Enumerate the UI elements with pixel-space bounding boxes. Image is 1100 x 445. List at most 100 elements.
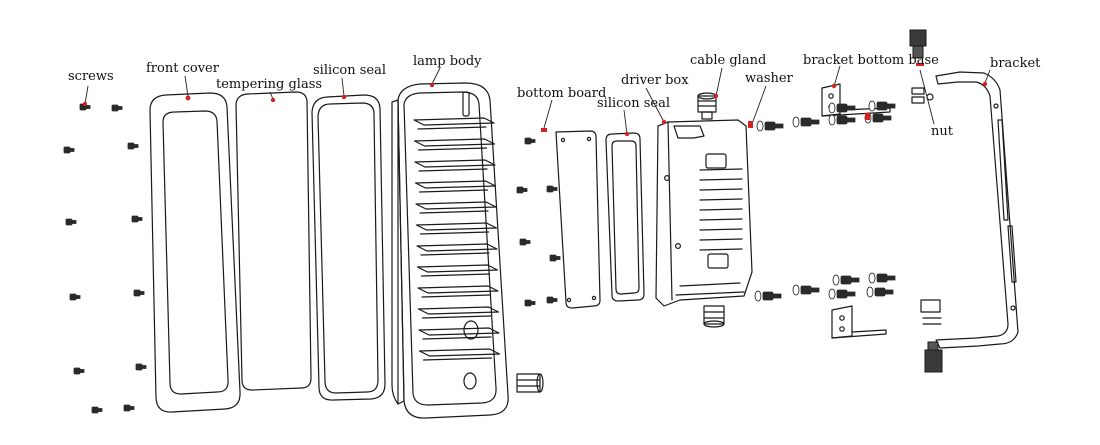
fin-edge: [417, 126, 487, 130]
screw-shank: [522, 188, 528, 192]
fin: [418, 348, 501, 357]
screw: [65, 218, 73, 226]
screw: [73, 367, 81, 375]
bracket-bottom-base-bottom: [831, 305, 887, 339]
fin: [415, 201, 497, 210]
bracket: [935, 71, 1019, 349]
fin-edge: [419, 210, 489, 214]
fin: [413, 138, 496, 147]
fin: [414, 180, 497, 189]
fin: [416, 243, 498, 252]
screw: [91, 406, 99, 414]
cable-gland-top: [697, 92, 717, 120]
screw-shank: [79, 369, 85, 373]
screw: [546, 185, 554, 193]
washer: [832, 274, 840, 286]
fin-edge: [417, 147, 488, 151]
fin: [417, 285, 499, 294]
cable-gland-bottom: [703, 305, 725, 328]
bolt: [874, 287, 886, 297]
bolt-shank: [884, 289, 894, 295]
washer: [792, 284, 800, 296]
screw-shank: [139, 291, 145, 295]
bolt: [800, 285, 812, 295]
screw: [524, 299, 532, 307]
screw: [524, 137, 532, 145]
fin-edge: [418, 189, 489, 193]
washer: [792, 116, 800, 128]
label-driver-box: driver box: [621, 73, 689, 88]
driver-fins: [699, 168, 743, 251]
tempering-glass: [235, 91, 312, 391]
bolt-shank: [886, 275, 896, 281]
washer: [828, 102, 836, 114]
screw: [549, 254, 557, 262]
washer: [828, 288, 836, 300]
driver-fin: [699, 228, 743, 231]
label-washer: washer: [745, 71, 793, 86]
screw-shank: [71, 220, 77, 224]
bolt-shank: [810, 119, 820, 125]
screw: [69, 293, 77, 301]
fin: [414, 159, 496, 168]
screw: [127, 142, 135, 150]
label-screws: screws: [68, 69, 114, 84]
bottom-board: [555, 130, 601, 309]
bolt: [764, 121, 776, 131]
fin-edge: [421, 315, 492, 319]
bolt-shank: [886, 103, 896, 109]
screw-shank: [141, 365, 147, 369]
bolt-shank: [850, 277, 860, 283]
bolt: [876, 273, 888, 283]
bolt: [836, 103, 848, 113]
bolt: [836, 289, 848, 299]
nut-top: [911, 87, 934, 104]
driver-fin: [699, 178, 743, 181]
front-cover: [149, 92, 241, 413]
silicon-seal-rear: [605, 132, 645, 302]
nut-bottom: [920, 299, 942, 325]
screw: [123, 404, 131, 412]
label-bracket-bottom-base: bracket bottom base: [803, 53, 939, 68]
screw: [111, 104, 119, 112]
bolt: [840, 275, 852, 285]
driver-fin: [699, 168, 743, 171]
bolt: [872, 113, 884, 123]
callout-markers: [82, 63, 988, 137]
screw-shank: [530, 301, 536, 305]
screw-shank: [137, 217, 143, 221]
fin-edge: [420, 252, 490, 256]
screw: [133, 289, 141, 297]
driver-fin: [699, 188, 743, 191]
bolt-shank: [772, 293, 782, 299]
driver-box: [655, 119, 753, 307]
washer: [866, 286, 874, 298]
bolt: [836, 115, 848, 125]
screw-shank: [530, 139, 536, 143]
screw-shank: [555, 256, 561, 260]
fin: [417, 306, 500, 315]
fin: [413, 117, 495, 126]
screw-shank: [75, 295, 81, 299]
screw-shank: [85, 105, 91, 109]
screw: [516, 186, 524, 194]
washer: [754, 290, 762, 302]
bolt-shank: [774, 123, 784, 129]
screw-shank: [97, 408, 103, 412]
fin-edge: [419, 231, 490, 235]
label-nut: nut: [931, 124, 953, 139]
washer: [828, 114, 836, 126]
cooling-fins: [413, 91, 501, 361]
bolt-shank: [882, 115, 892, 121]
screws-group: [63, 100, 896, 414]
bolt-shank: [846, 117, 856, 123]
fin: [415, 222, 498, 231]
bolt: [800, 117, 812, 127]
cable-gland-lamp: [516, 373, 544, 393]
driver-fin: [699, 218, 743, 221]
fin-edge: [420, 273, 491, 277]
driver-fin: [699, 238, 743, 241]
bolt: [876, 101, 888, 111]
screw-shank: [552, 298, 558, 302]
